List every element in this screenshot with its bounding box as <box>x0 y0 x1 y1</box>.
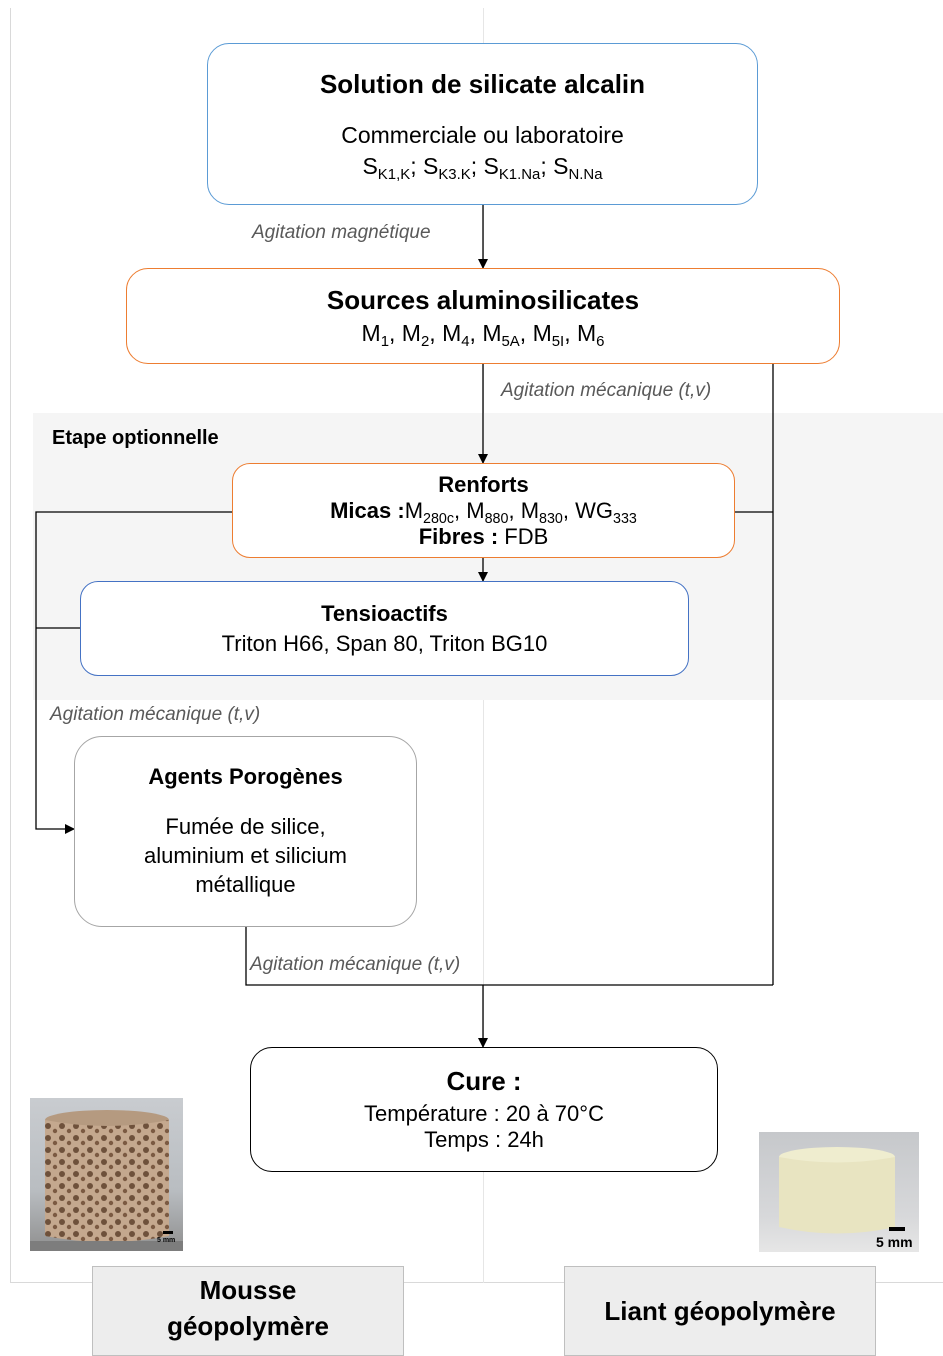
silicate-code-3: SN.Na <box>553 152 603 183</box>
edge-bypass-porogenes <box>35 511 232 834</box>
edge-label-mecanique-3: Agitation mécanique (t,v) <box>250 954 461 975</box>
node-alumino-title: Sources aluminosilicates <box>326 285 640 315</box>
node-renforts-title: Renforts <box>438 471 529 497</box>
photo-liant: 5 mm <box>759 1132 919 1252</box>
node-silicate-title: Solution de silicate alcalin <box>319 68 646 99</box>
node-alumino-codes: M1, M2, M4, M5A, M5I, M6 <box>361 320 605 351</box>
output-liant: Liant géopolymère <box>564 1266 876 1356</box>
node-silicate-codes: SK1,K; SK3.K; SK1.Na; SN.Na <box>362 152 603 183</box>
node-porogenes-line3: métallique <box>195 872 296 897</box>
alumino-code-0: M1 <box>361 320 390 351</box>
node-renforts-fibres: Fibres : FDB <box>419 524 549 550</box>
micas-code-0: M280c <box>404 497 455 527</box>
alumino-code-5: M6 <box>576 320 605 351</box>
edge-merge-line <box>245 927 773 986</box>
node-silicate-line1: Commerciale ou laboratoire <box>341 121 624 148</box>
node-tensio-line1: Triton H66, Span 80, Triton BG10 <box>221 630 548 656</box>
foam-sample-image <box>30 1110 183 1251</box>
node-porogenes-line2: aluminium et silicium <box>144 843 347 868</box>
silicate-code-2: SK1.Na <box>483 152 541 183</box>
node-renforts: Renforts Micas :M280c, M880, M830, WG333… <box>232 463 735 558</box>
photo-mousse: 5 mm <box>30 1098 183 1251</box>
alumino-code-1: M2 <box>401 320 430 351</box>
node-silicate: Solution de silicate alcalin Commerciale… <box>207 43 758 205</box>
silicate-code-1: SK3.K <box>422 152 471 183</box>
node-tensio-title: Tensioactifs <box>321 600 448 626</box>
micas-code-3: WG333 <box>575 497 637 527</box>
node-cure: Cure : Température : 20 à 70°C Temps : 2… <box>250 1047 718 1172</box>
micas-label: Micas : <box>330 497 405 523</box>
micas-code-2: M830 <box>520 497 563 527</box>
node-porogenes-line1: Fumée de silice, <box>165 814 326 839</box>
micas-code-1: M880 <box>466 497 509 527</box>
alumino-code-3: M5A <box>482 320 520 351</box>
fibres-label: Fibres : <box>418 523 499 549</box>
alumino-code-2: M4 <box>442 320 470 351</box>
node-aluminosilicates: Sources aluminosilicates M1, M2, M4, M5A… <box>126 268 840 364</box>
output-mousse: Mousse géopolymère <box>92 1266 404 1356</box>
output-mousse-line1: Mousse <box>199 1275 297 1305</box>
node-cure-title: Cure : <box>446 1066 522 1096</box>
output-liant-line1: Liant géopolymère <box>604 1295 836 1326</box>
fibres-value: FDB <box>498 523 549 549</box>
node-porogenes-title: Agents Porogènes <box>148 764 343 789</box>
optional-step-label: Etape optionnelle <box>52 427 219 449</box>
mousse-scale-label: 5 mm <box>157 1237 176 1244</box>
edge-label-mecanique-2: Agitation mécanique (t,v) <box>50 704 261 725</box>
node-cure-line2: Temps : 24h <box>424 1127 544 1152</box>
alumino-code-4: M5I <box>532 320 565 351</box>
edge-label-magnetique: Agitation magnétique <box>252 222 431 243</box>
silicate-code-0: SK1,K <box>362 152 411 183</box>
micas-codes: M280c, M880, M830, WG333 <box>404 497 637 527</box>
node-cure-line1: Température : 20 à 70°C <box>364 1101 604 1126</box>
output-mousse-line2: géopolymère <box>167 1311 329 1341</box>
liant-scale-label: 5 mm <box>876 1234 913 1250</box>
binder-sample-image <box>779 1147 905 1234</box>
outer-frame <box>10 8 943 1283</box>
node-porogenes: Agents Porogènes Fumée de silice, alumin… <box>74 736 417 927</box>
edge-label-mecanique-1: Agitation mécanique (t,v) <box>501 380 712 401</box>
node-tensioactifs: Tensioactifs Triton H66, Span 80, Triton… <box>80 581 689 676</box>
node-renforts-micas: Micas :M280c, M880, M830, WG333 <box>330 497 637 527</box>
